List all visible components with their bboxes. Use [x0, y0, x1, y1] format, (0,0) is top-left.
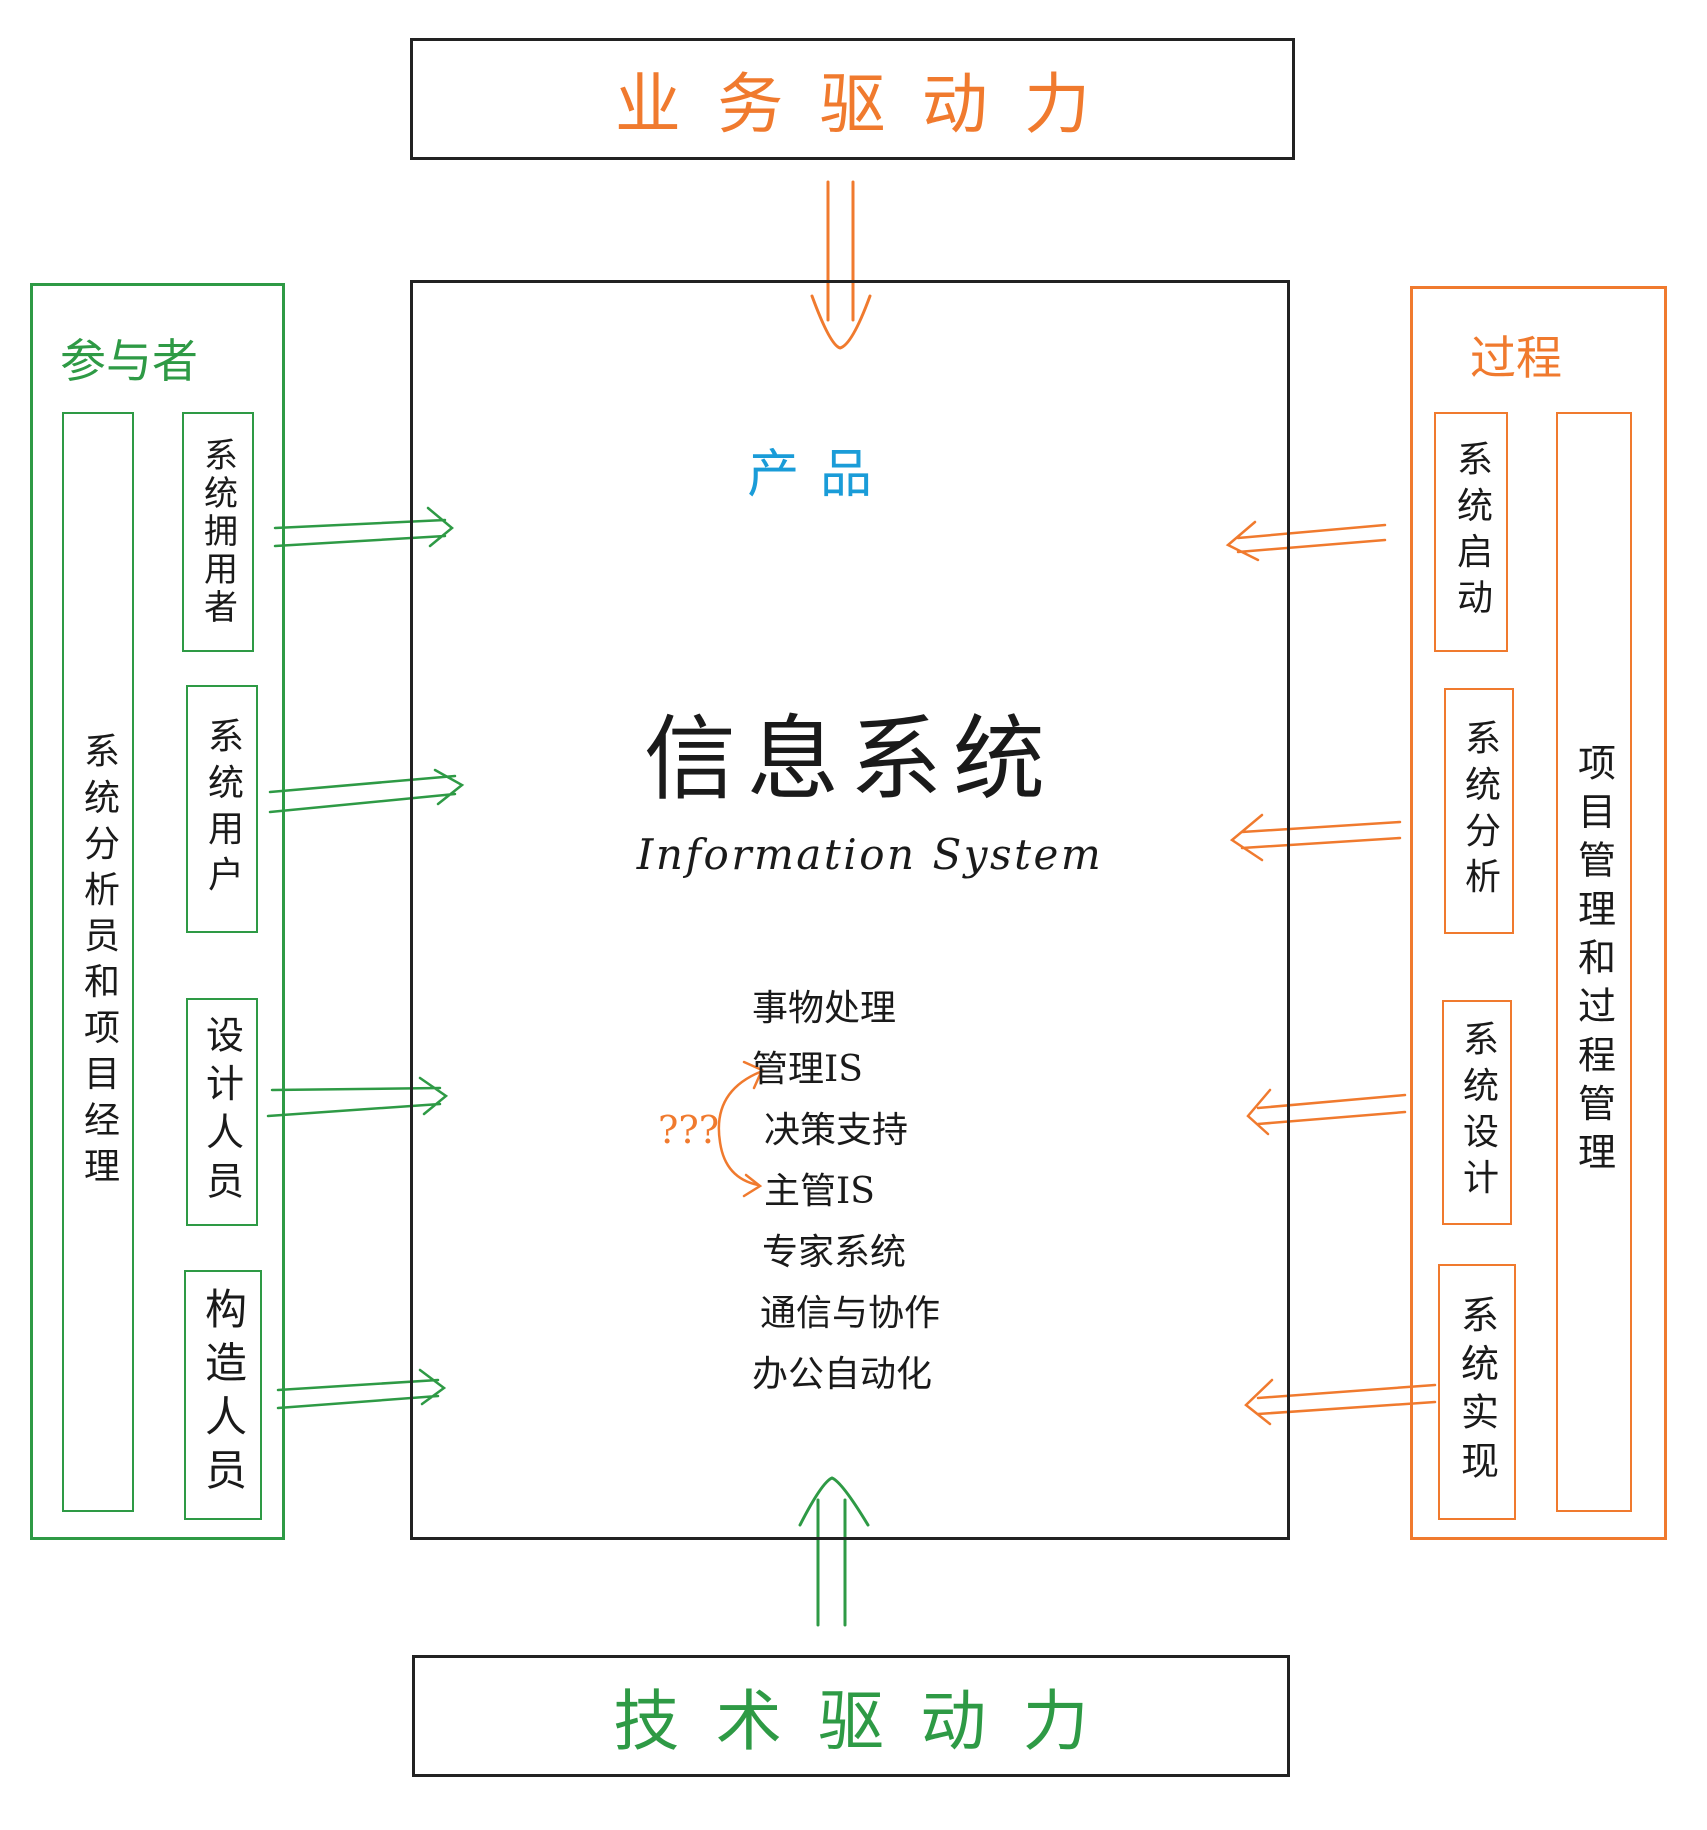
participant-role-label: 系统拥用者: [197, 436, 238, 628]
participant-role-box: 系统拥用者: [182, 412, 254, 652]
participant-outer-role: 系统分析员和项目经理: [78, 731, 119, 1193]
participant-role-label: 系统用户: [202, 716, 243, 902]
participant-role-box: 系统用户: [186, 685, 258, 933]
product-label: 产品: [747, 445, 893, 505]
is-type-item: 办公自动化: [752, 1354, 933, 1395]
process-box: [1410, 286, 1667, 1540]
curly-arrow: [717, 1060, 764, 1198]
process-phase-box: 系统设计: [1442, 1000, 1512, 1225]
business-driver-box: 业务驱动力: [410, 38, 1295, 160]
process-phase-box: 系统实现: [1438, 1264, 1516, 1520]
is-type-item: 管理IS: [752, 1049, 863, 1090]
participant-role-label: 设计人员: [199, 1014, 244, 1210]
participant-outer-role-box: 系统分析员和项目经理: [62, 412, 134, 1512]
is-type-item: 通信与协作: [760, 1293, 941, 1334]
business-driver-label: 业务驱动力: [614, 66, 1127, 143]
is-type-item: 决策支持: [764, 1110, 909, 1151]
process-outer-role: 项目管理和过程管理: [1571, 743, 1616, 1181]
tech-driver-arrow: [798, 1476, 870, 1627]
process-outer-role-box: 项目管理和过程管理: [1556, 412, 1632, 1512]
participant-role-box: 构造人员: [184, 1270, 262, 1520]
is-type-item: 主管IS: [764, 1171, 875, 1212]
participant-role-box: 设计人员: [186, 998, 258, 1226]
participant-role-label: 构造人员: [198, 1287, 248, 1503]
is-types-list: 事物处理 管理IS 决策支持 主管IS 专家系统 通信与协作 办公自动化: [752, 978, 940, 1405]
process-phase-label: 系统分析: [1459, 718, 1500, 904]
is-type-item: 事物处理: [752, 988, 897, 1029]
question-marks: ???: [658, 1108, 720, 1152]
participants-title: 参与者: [60, 334, 198, 388]
is-type-item: 专家系统: [762, 1232, 907, 1273]
tech-driver-box: 技术驱动力: [412, 1655, 1290, 1777]
process-phase-label: 系统实现: [1454, 1294, 1499, 1490]
process-phase-label: 系统设计: [1457, 1020, 1498, 1205]
info-system-title-cn: 信息系统: [643, 706, 1057, 813]
business-driver-arrow: [810, 180, 872, 350]
process-phase-box: 系统启动: [1434, 412, 1508, 652]
information-system-box: [410, 280, 1290, 1540]
process-title: 过程: [1470, 331, 1562, 385]
tech-driver-label: 技术驱动力: [613, 1683, 1125, 1760]
info-system-title-en: Information System: [636, 830, 1104, 879]
process-phase-box: 系统分析: [1444, 688, 1514, 934]
process-phase-label: 系统启动: [1451, 439, 1492, 625]
participants-box: [30, 283, 285, 1540]
